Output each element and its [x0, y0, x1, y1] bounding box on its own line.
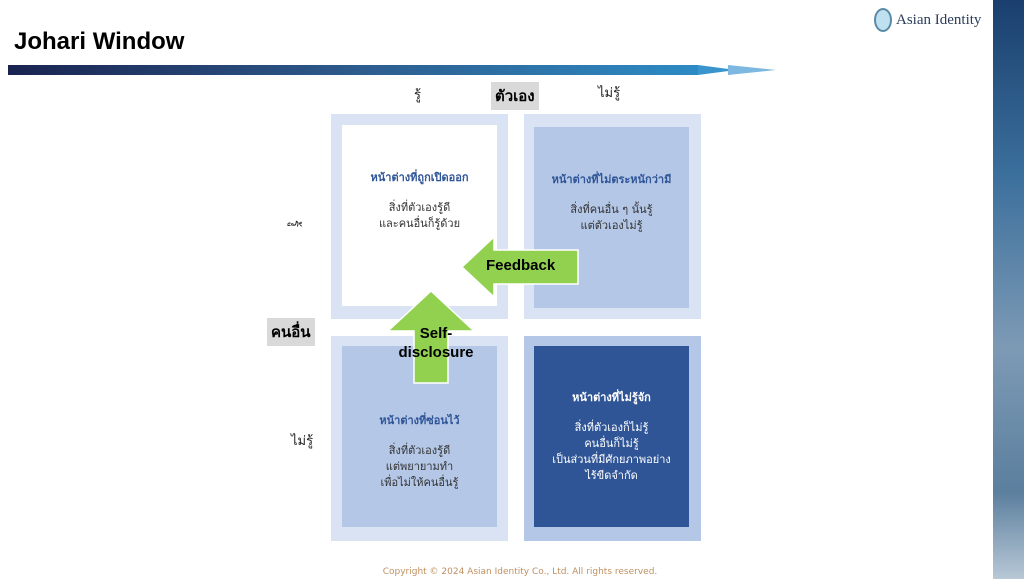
quadrant-line: แต่พยายามทำ — [385, 459, 454, 473]
quadrant-line: สิ่งที่ตัวเองก็ไม่รู้ — [574, 420, 649, 434]
others-known-label: รู้ — [286, 220, 302, 227]
self-known-label: รู้ — [414, 88, 421, 103]
quadrant-line: เพื่อไม่ให้คนอื่นรู้ — [380, 475, 459, 489]
header-bar — [8, 65, 698, 75]
side-image — [993, 0, 1024, 579]
quadrant-unknown-inner: หน้าต่างที่ไม่รู้จัก สิ่งที่ตัวเองก็ไม่ร… — [534, 346, 689, 527]
quadrant-title: หน้าต่างที่ซ่อนไว้ — [379, 413, 460, 427]
chevron-1 — [698, 65, 736, 75]
others-unknown-label: ไม่รู้ — [291, 434, 314, 449]
slide-title: Johari Window — [14, 28, 185, 55]
quadrant-line: คนอื่นก็ไม่รู้ — [584, 436, 639, 450]
others-label: คนอื่น — [267, 318, 315, 346]
globe-icon — [874, 8, 892, 32]
quadrant-line: สิ่งที่ตัวเองรู้ดี — [388, 443, 451, 457]
quadrant-line: และคนอื่นก็รู้ด้วย — [378, 216, 461, 230]
self-disclosure-label: Self- disclosure — [386, 324, 486, 362]
chevron-2 — [728, 65, 776, 75]
quadrant-line: ไร้ขีดจำกัด — [585, 468, 638, 482]
quadrant-line: สิ่งที่คนอื่น ๆ นั้นรู้ — [570, 202, 653, 216]
self-label: ตัวเอง — [491, 82, 539, 110]
quadrant-blind-inner: หน้าต่างที่ไม่ตระหนักว่ามี สิ่งที่คนอื่น… — [534, 127, 689, 308]
quadrant-line: สิ่งที่ตัวเองรู้ดี — [388, 200, 451, 214]
footer-copyright: Copyright © 2024 Asian Identity Co., Ltd… — [382, 567, 658, 577]
quadrant-title: หน้าต่างที่ถูกเปิดออก — [370, 170, 469, 184]
quadrant-line: เป็นส่วนที่มีศักยภาพอย่าง — [552, 452, 671, 466]
self-unknown-label: ไม่รู้ — [598, 86, 621, 101]
logo: Asian Identity — [874, 8, 981, 32]
quadrant-line: แต่ตัวเองไม่รู้ — [580, 218, 643, 232]
quadrant-title: หน้าต่างที่ไม่รู้จัก — [572, 390, 651, 404]
self-disclosure-line1: Self- — [419, 325, 453, 342]
logo-text: Asian Identity — [896, 11, 982, 28]
feedback-label: Feedback — [486, 257, 556, 274]
quadrant-blind: หน้าต่างที่ไม่ตระหนักว่ามี สิ่งที่คนอื่น… — [524, 114, 701, 319]
self-disclosure-line2: disclosure — [398, 344, 474, 361]
quadrant-unknown: หน้าต่างที่ไม่รู้จัก สิ่งที่ตัวเองก็ไม่ร… — [524, 336, 701, 541]
quadrant-title: หน้าต่างที่ไม่ตระหนักว่ามี — [551, 172, 672, 186]
self-disclosure-arrow — [386, 289, 476, 384]
feedback-arrow — [460, 235, 579, 299]
